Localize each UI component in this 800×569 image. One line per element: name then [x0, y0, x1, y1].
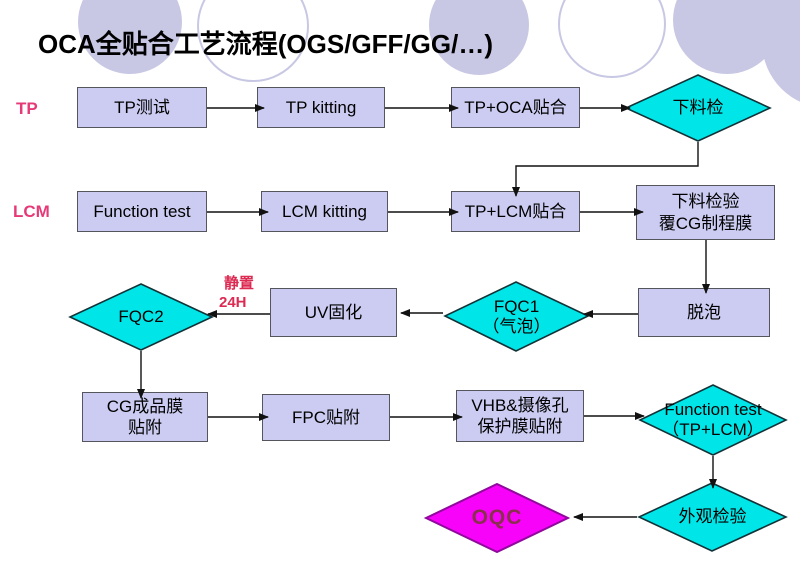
diamond-shape: [443, 281, 590, 352]
process-box-uv-cure: UV固化: [270, 288, 397, 337]
process-label: TP+OCA贴合: [464, 97, 567, 117]
diamond-shape: [638, 384, 788, 456]
decision-diamond-fqc2: FQC2: [68, 283, 214, 351]
slide-title: OCA全贴合工艺流程(OGS/GFF/GG/…): [38, 29, 493, 59]
decision-label: FQC1: [493, 296, 540, 316]
lane-label-lcm: LCM: [13, 202, 50, 221]
diamond-shape: [637, 482, 788, 552]
decision-diamond-fqc1: FQC1 （气泡）: [443, 281, 590, 352]
process-label: TP+LCM贴合: [464, 201, 567, 221]
process-box-lcm-kitting: LCM kitting: [261, 191, 388, 232]
decision-label: 下料检: [672, 98, 724, 118]
process-label: 保护膜贴附: [477, 417, 563, 436]
process-box-vhb: VHB&摄像孔 保护膜贴附: [456, 390, 584, 442]
decision-label: （气泡）: [482, 316, 551, 336]
decision-label: Function test: [664, 400, 762, 420]
decision-label: OQC: [471, 505, 523, 529]
process-label: 脱泡: [687, 302, 721, 322]
process-label: CG成品膜: [106, 396, 184, 416]
decision-diamond-function-test: Function test （TP+LCM）: [638, 384, 788, 456]
process-label: VHB&摄像孔: [471, 395, 569, 415]
annotation-rest-24h: 静置 24H: [219, 274, 254, 312]
decision-label: FQC2: [118, 307, 164, 327]
process-box-function-test: Function test: [77, 191, 207, 232]
decision-label: （TP+LCM）: [662, 420, 764, 439]
decision-label: 外观检验: [678, 507, 747, 527]
process-box-tp-lcm: TP+LCM贴合: [451, 191, 580, 232]
process-label: LCM kitting: [281, 201, 368, 221]
annotation-line: 静置: [224, 275, 255, 292]
process-box-fpc: FPC贴附: [262, 394, 390, 441]
diamond-shape: [424, 483, 570, 553]
process-box-tp-oca: TP+OCA贴合: [451, 87, 580, 128]
diamond-shape: [68, 283, 214, 351]
process-label: TP测试: [114, 97, 170, 117]
process-box-tp-test: TP测试: [77, 87, 207, 128]
decision-diamond-visual-check: 外观检验: [637, 482, 788, 552]
decision-diamond-oqc: OQC: [424, 483, 570, 553]
process-box-blanking-film: 下料检验 覆CG制程膜: [636, 185, 775, 240]
process-label: TP kitting: [285, 97, 357, 117]
process-box-defoam: 脱泡: [638, 288, 770, 337]
process-label: FPC贴附: [292, 407, 360, 427]
process-label: 覆CG制程膜: [658, 213, 753, 233]
process-label: 贴附: [128, 418, 162, 437]
lane-label-tp: TP: [16, 99, 38, 118]
process-label: 下料检验: [671, 192, 740, 212]
process-label: Function test: [93, 201, 191, 221]
decision-diamond-blanking-check: 下料检: [624, 74, 772, 142]
annotation-line: 24H: [219, 294, 247, 311]
diamond-shape: [624, 74, 772, 142]
process-label: UV固化: [304, 302, 363, 322]
process-box-tp-kitting: TP kitting: [257, 87, 385, 128]
process-box-cg-film: CG成品膜 贴附: [82, 392, 208, 442]
